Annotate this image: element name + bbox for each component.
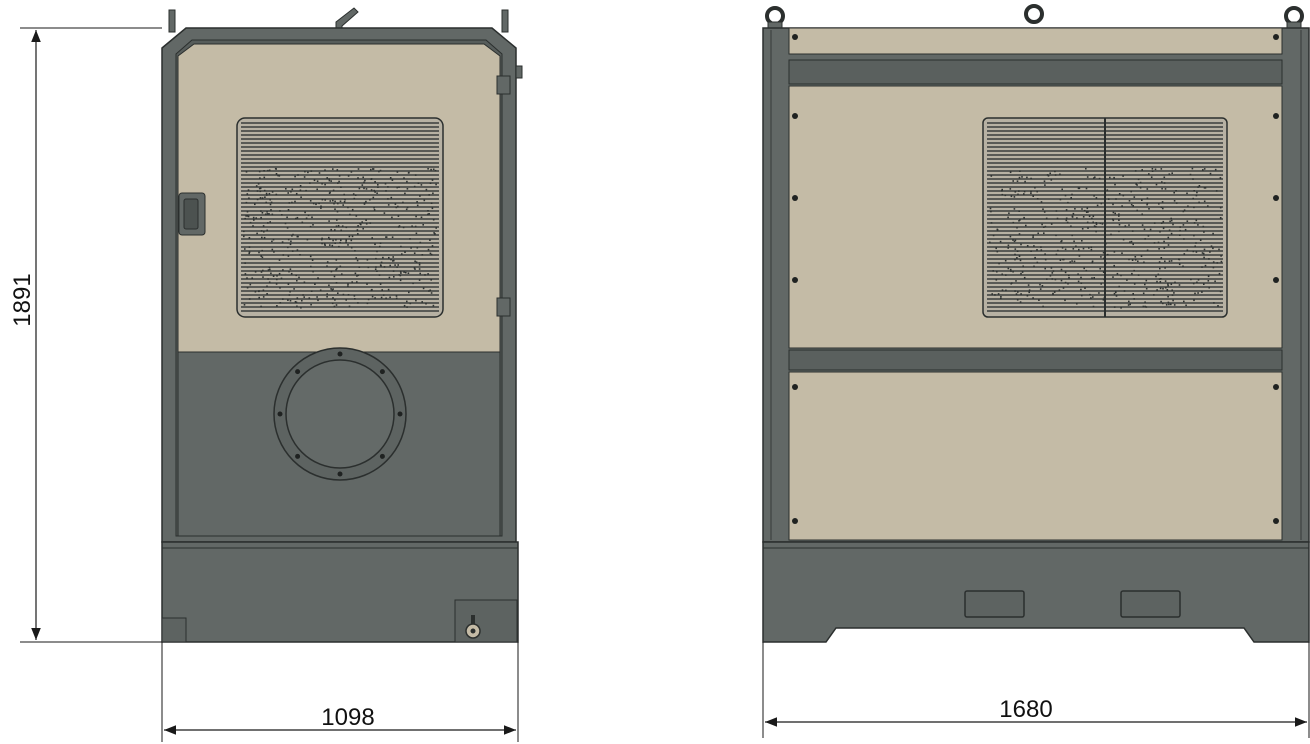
front-lower-panel [788,371,1283,541]
bolt [792,384,798,390]
bolt [337,351,343,357]
forklift-pockets [964,590,1181,618]
front-width-dimension: 1680 [762,642,1310,738]
front-width-label: 1680 [999,696,1052,723]
drain-valve [465,615,481,639]
bolt [792,195,798,201]
bolt [1273,277,1279,283]
front-top-panel [788,27,1283,55]
round-access-plate [273,347,407,481]
front-view [762,4,1310,643]
side-width-dimension: 1098 [161,642,519,742]
door-handle [178,192,206,236]
bolt [397,411,403,417]
side-height-label: 1891 [9,273,36,326]
panel-bolts [792,34,1279,524]
bolt [792,518,798,524]
door-hinges [496,65,523,317]
bolt [1273,384,1279,390]
bolt [792,277,798,283]
side-view [161,7,523,643]
bolt [337,471,343,477]
bolt [1273,518,1279,524]
bolt [277,411,283,417]
bolt [792,113,798,119]
bolt [379,453,385,459]
bolt [379,369,385,375]
bolt [295,453,301,459]
front-lifting-eyes [765,4,1304,26]
side-height-dimension: 1891 [9,27,162,643]
bolt [792,34,798,40]
side-width-label: 1098 [321,704,374,731]
bolt [1273,113,1279,119]
bolt [295,369,301,375]
front-base-skid [762,541,1310,643]
bolt [1273,34,1279,40]
bolt [1273,195,1279,201]
